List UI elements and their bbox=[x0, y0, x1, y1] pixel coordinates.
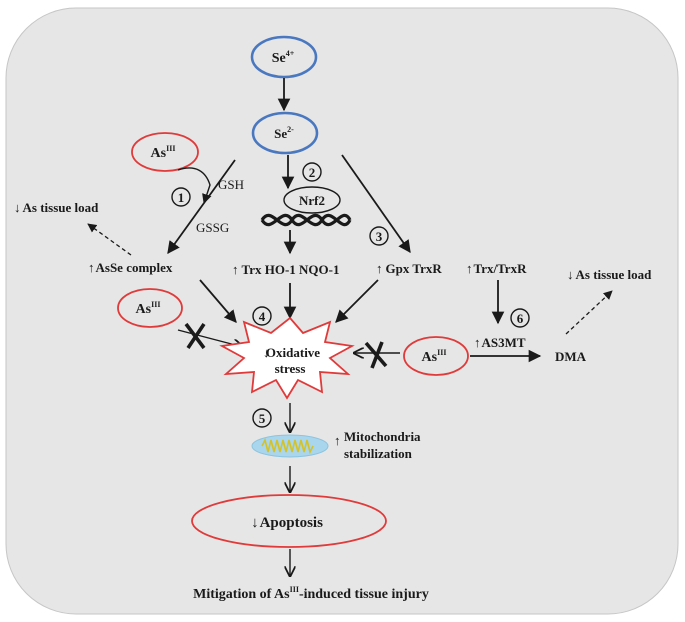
step-6-circle bbox=[510, 308, 530, 328]
se2-label: Se2- bbox=[274, 125, 294, 141]
step-3-circle bbox=[369, 226, 389, 246]
as-ellipse-right bbox=[403, 336, 469, 376]
oxidative-label-1: Oxidative bbox=[266, 345, 320, 360]
oxidative-down-arrow: ↓ bbox=[263, 345, 270, 360]
as-label-left: AsIII bbox=[136, 300, 161, 317]
step-2: 2 bbox=[309, 165, 316, 180]
asse-complex-label: ↑AsSe complex bbox=[88, 260, 173, 275]
step-1-circle bbox=[171, 187, 191, 207]
arrow-asse-oxidative bbox=[199, 279, 237, 323]
step-5: 5 bbox=[259, 411, 266, 426]
dashed-arrow-left bbox=[87, 223, 132, 256]
mitigation-label: Mitigation of AsIII-induced tissue injur… bbox=[193, 585, 429, 602]
dma-label: DMA bbox=[555, 349, 587, 364]
step-2-circle bbox=[302, 162, 322, 182]
gpx-trxr-label: ↑Gpx TrxR bbox=[376, 261, 442, 276]
arrow-gpx-oxidative bbox=[335, 279, 379, 323]
se4-ellipse bbox=[250, 35, 318, 79]
as3mt-label: ↑AS3MT bbox=[474, 335, 526, 350]
block-cross-left bbox=[184, 322, 206, 350]
mito-label-1: Mitochondria bbox=[344, 429, 421, 444]
oxidative-stress-burst bbox=[219, 316, 355, 400]
step-4-circle bbox=[252, 306, 272, 326]
as-ellipse-left bbox=[117, 288, 183, 328]
as-tissue-load-right: ↓As tissue load bbox=[567, 267, 652, 282]
step-3: 3 bbox=[376, 229, 383, 244]
trx-trxr-label: ↑Trx/TrxR bbox=[466, 261, 527, 276]
trx-ho-nqo-label: ↑Trx HO-1 NQO-1 bbox=[232, 262, 339, 277]
as-ellipse-top bbox=[131, 132, 199, 172]
gssg-label: GSSG bbox=[196, 220, 229, 235]
step-5-circle bbox=[252, 408, 272, 428]
dashed-arrow-right bbox=[565, 290, 613, 335]
mito-label-2: stabilization bbox=[344, 446, 413, 461]
background-panel bbox=[5, 7, 679, 615]
step-4: 4 bbox=[259, 309, 266, 324]
arrow-se2-gpx bbox=[341, 154, 411, 254]
block-cross-right bbox=[364, 341, 388, 369]
mitochondria-icon bbox=[251, 434, 329, 458]
nrf2-ellipse bbox=[283, 186, 341, 214]
oxidative-label-2: stress bbox=[275, 361, 306, 376]
as-tissue-load-left: ↓As tissue load bbox=[14, 200, 99, 215]
dna-helix-icon bbox=[260, 213, 352, 227]
se4-label: Se4+ bbox=[272, 49, 295, 66]
arrow-to-asse bbox=[167, 159, 236, 255]
as-label-right: AsIII bbox=[422, 348, 447, 365]
arrow-gsh-curve bbox=[177, 167, 212, 204]
step-6: 6 bbox=[517, 311, 524, 326]
mito-up-arrow: ↑ bbox=[334, 433, 341, 448]
gsh-label: GSH bbox=[218, 177, 244, 192]
se2-ellipse bbox=[251, 111, 319, 155]
step-1: 1 bbox=[178, 190, 185, 205]
nrf2-label: Nrf2 bbox=[299, 193, 325, 208]
apoptosis-label: ↓Apoptosis bbox=[251, 515, 323, 531]
apoptosis-ellipse bbox=[191, 494, 387, 548]
as-label-top: AsIII bbox=[151, 144, 176, 161]
